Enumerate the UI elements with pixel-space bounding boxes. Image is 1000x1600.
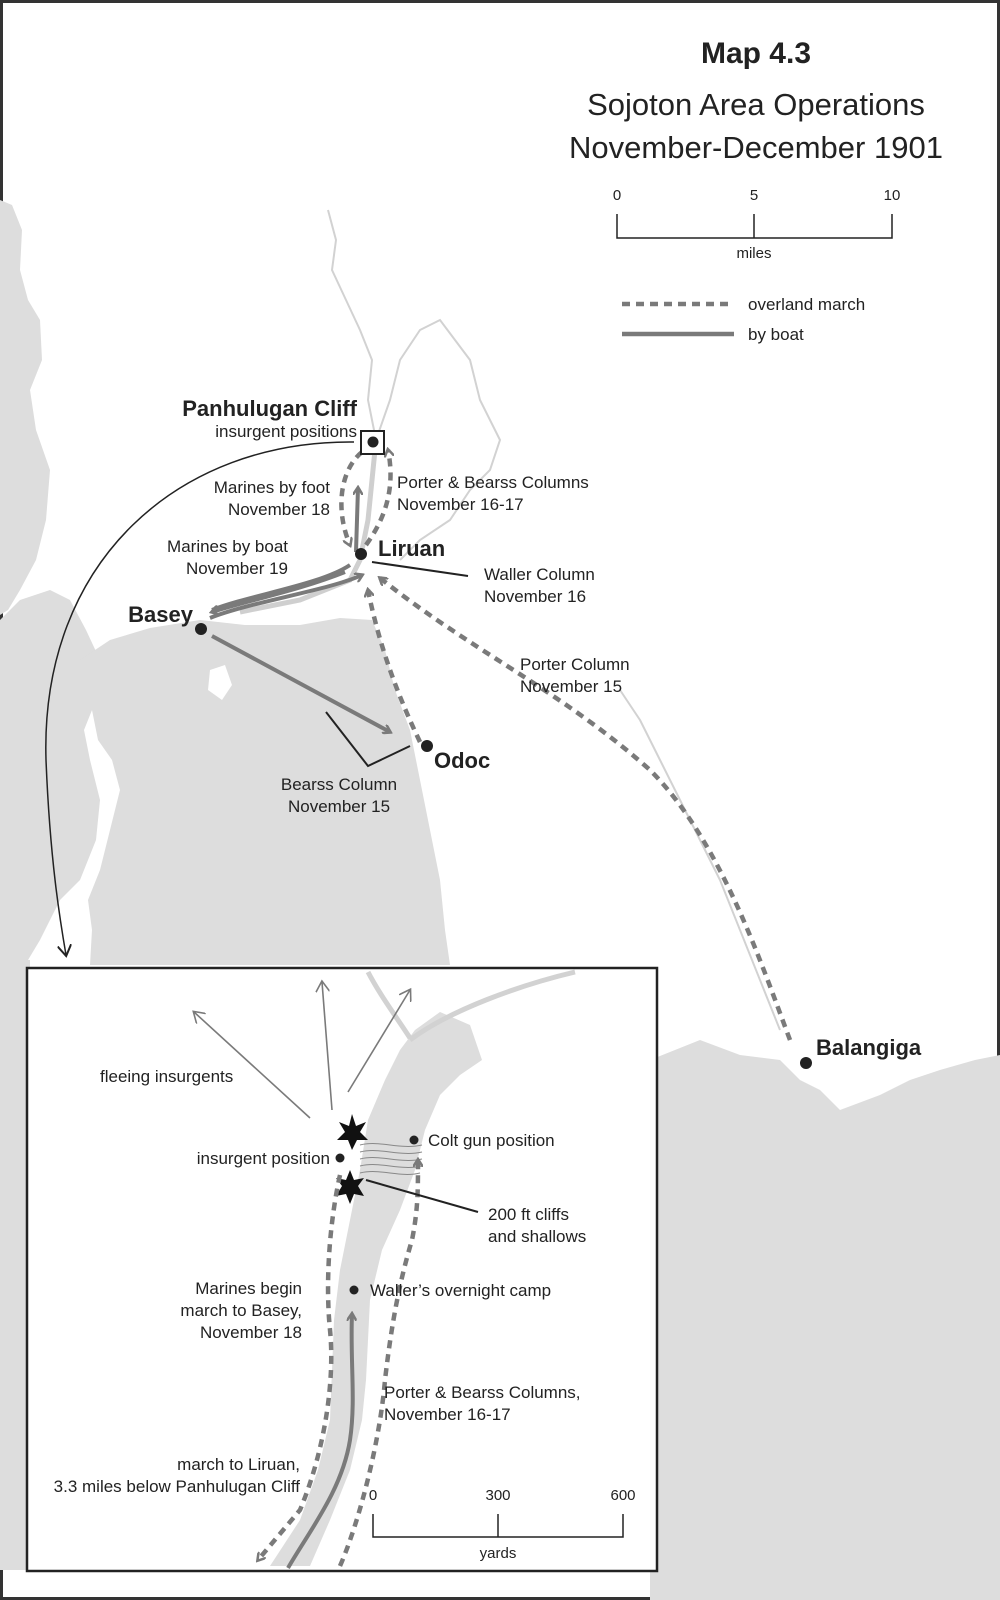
boat-route-liruan-north <box>356 488 358 553</box>
rivers <box>239 209 781 1031</box>
cliffs-leader <box>365 1179 479 1213</box>
inset-label-marines-begin-3: November 18 <box>200 1323 302 1342</box>
label-porter-bearss-1: Porter & Bearss Columns <box>397 473 589 492</box>
inset-route-boat <box>286 1314 353 1570</box>
label-porter-1: Porter Column <box>520 655 630 674</box>
legend: overland march by boat <box>622 295 865 344</box>
inset-map: fleeing insurgents insurgent position Co… <box>25 966 659 1573</box>
label-panhulugan: Panhulugan Cliff <box>182 396 357 421</box>
inset-label-marines-begin-2: march to Basey, <box>180 1301 302 1320</box>
inland-lake <box>208 665 232 700</box>
label-waller-1: Waller Column <box>484 565 595 584</box>
explosion-icon <box>337 1114 368 1150</box>
inset-label-waller-camp: Waller’s overnight camp <box>370 1281 551 1300</box>
west-channel-2 <box>0 590 100 960</box>
overland-marines-foot <box>339 450 364 545</box>
inset-scale-tick-600: 600 <box>610 1487 635 1504</box>
scale-unit: miles <box>736 245 771 262</box>
inset-route-porter-bearss <box>337 1160 418 1567</box>
label-liruan: Liruan <box>378 536 445 561</box>
inset-label-pb-2: November 16-17 <box>384 1405 511 1424</box>
label-odoc: Odoc <box>434 748 490 773</box>
river-east <box>619 689 781 1031</box>
label-bearss-2: November 15 <box>288 797 390 816</box>
legend-overland-label: overland march <box>748 295 865 314</box>
label-basey: Basey <box>128 602 194 627</box>
boat-route-to-basey <box>212 570 346 612</box>
overland-porter-bearss <box>364 450 391 547</box>
inset-label-march-1: march to Liruan, <box>177 1455 300 1474</box>
map-date-range: November-December 1901 <box>569 130 943 165</box>
label-marines-boat-1: Marines by boat <box>167 537 288 556</box>
inset-pointer-arrow <box>45 441 355 955</box>
map-number: Map 4.3 <box>701 37 811 70</box>
inset-label-colt: Colt gun position <box>428 1131 555 1150</box>
scale-tick-5: 5 <box>750 187 758 204</box>
routes <box>209 450 793 1041</box>
fleeing-arrows <box>194 982 410 1119</box>
scale-tick-0: 0 <box>613 187 621 204</box>
inset-label-march-2: 3.3 miles below Panhulugan Cliff <box>54 1477 301 1496</box>
river-liruan <box>239 439 379 615</box>
river-northeast <box>375 318 502 561</box>
inset-scale-bar: 0 300 600 yards <box>369 1487 636 1562</box>
label-balangiga: Balangiga <box>816 1035 922 1060</box>
overland-porter-column <box>380 578 793 1041</box>
boat-route-basey-liruan-b <box>209 575 362 620</box>
label-porter-2: November 15 <box>520 677 622 696</box>
label-porter-bearss-2: November 16-17 <box>397 495 524 514</box>
place-markers <box>195 430 812 1069</box>
west-channel <box>0 200 50 615</box>
inset-label-cliffs-2: and shallows <box>488 1227 586 1246</box>
inset-scale-tick-0: 0 <box>369 1487 377 1504</box>
basey-dot <box>195 623 207 635</box>
label-waller-2: November 16 <box>484 587 586 606</box>
label-bearss-1: Bearss Column <box>281 775 397 794</box>
boat-route-basey-liruan-a <box>211 563 352 612</box>
inset-tributary-2 <box>365 970 413 1040</box>
panhulugan-dot <box>367 436 379 448</box>
inset-scale-unit: yards <box>480 1545 517 1562</box>
label-marines-foot-1: Marines by foot <box>214 478 330 497</box>
inset-label-marines-begin-1: Marines begin <box>195 1279 302 1298</box>
bearss-leader <box>325 711 411 768</box>
inset-scale-tick-300: 300 <box>485 1487 510 1504</box>
legend-boat-label: by boat <box>748 325 804 344</box>
odoc-dot <box>421 740 433 752</box>
main-bay <box>80 618 450 965</box>
south-sea <box>650 1040 1000 1600</box>
inset-label-fleeing: fleeing insurgents <box>100 1067 233 1086</box>
main-scale-bar: 0 5 10 miles <box>613 187 901 262</box>
inset-route-marines-begin <box>258 1174 343 1560</box>
waller-camp-dot <box>349 1285 359 1295</box>
waller-leader <box>371 561 469 577</box>
map-title: Sojoton Area Operations <box>587 87 925 122</box>
inset-tributary-1 <box>408 969 576 1043</box>
inset-river-channel <box>270 1012 482 1566</box>
boat-route-bearss <box>211 634 390 732</box>
inset-label-pb-1: Porter & Bearss Columns, <box>384 1383 581 1402</box>
inset-label-insurgent-position: insurgent position <box>197 1149 330 1168</box>
label-insurgent-positions: insurgent positions <box>215 422 357 441</box>
liruan-dot <box>355 548 367 560</box>
southwest-water <box>0 960 30 1570</box>
inset-label-cliffs-1: 200 ft cliffs <box>488 1205 569 1224</box>
scale-tick-10: 10 <box>884 187 901 204</box>
water-areas <box>0 200 1000 1600</box>
label-marines-boat-2: November 19 <box>186 559 288 578</box>
label-marines-foot-2: November 18 <box>228 500 330 519</box>
explosion-icon <box>336 1170 364 1204</box>
insurgent-position-dot <box>335 1153 345 1163</box>
overland-odoc-liruan <box>368 590 423 743</box>
balangiga-dot <box>800 1057 812 1069</box>
river-north <box>327 209 377 441</box>
colt-gun-dot <box>409 1135 419 1145</box>
